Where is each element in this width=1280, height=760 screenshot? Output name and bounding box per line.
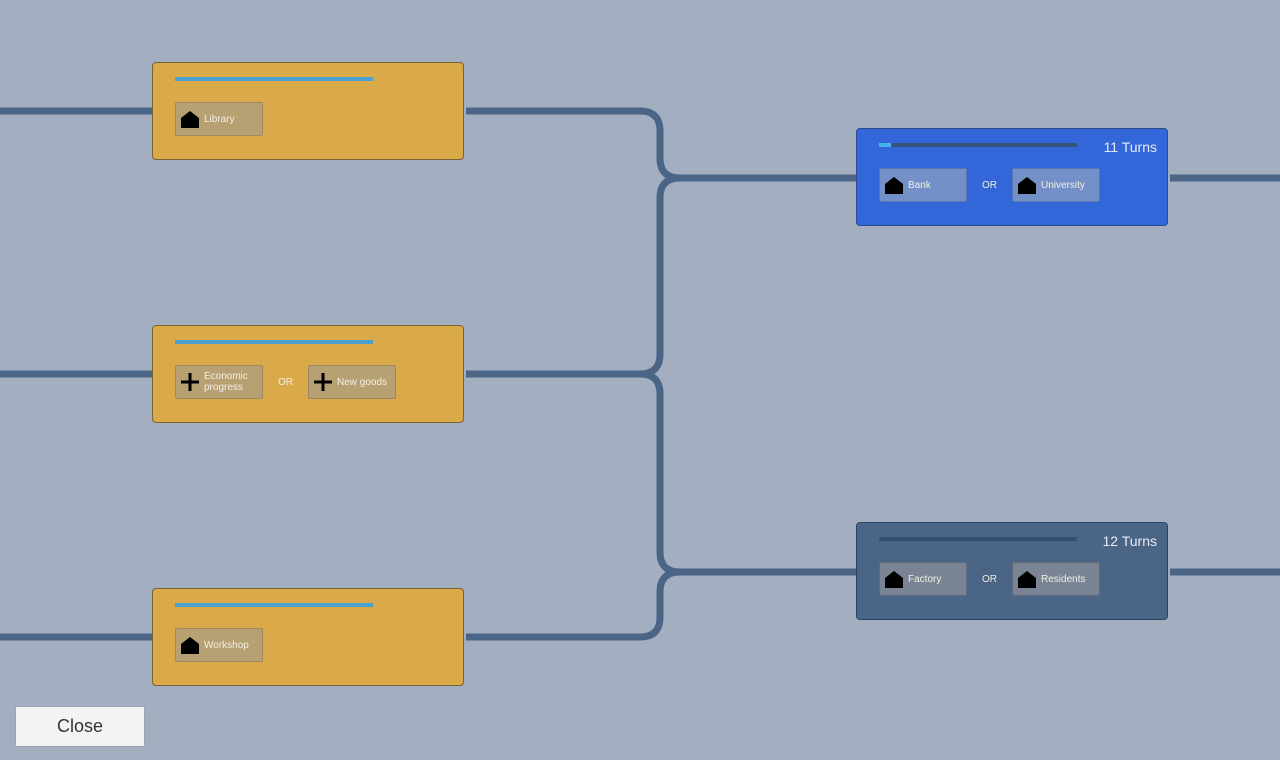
turns-label: 12 Turns [1102,533,1157,549]
tech-node-workshop[interactable]: Workshop [152,588,464,686]
connector-workshop-to-factory [466,568,681,641]
house-icon [180,635,200,655]
option-group: Factory OR Residents [879,562,1100,596]
plus-icon [180,372,200,392]
or-label: OR [982,179,997,191]
option-group: Economic progress OR New goods [175,365,396,399]
option-factory[interactable]: Factory [879,562,967,596]
option-group: Bank OR University [879,168,1100,202]
option-residents[interactable]: Residents [1012,562,1100,596]
progress-bar [175,603,373,607]
option-label: Factory [908,573,942,585]
option-group: Library [175,102,263,136]
or-label: OR [278,376,293,388]
house-icon [884,175,904,195]
progress-fill [175,603,373,607]
option-label: Library [204,113,235,125]
option-label: University [1041,179,1085,191]
connector-library-to-bank [466,107,856,182]
progress-bar [175,77,373,81]
tech-node-economy[interactable]: Economic progress OR New goods [152,325,464,423]
house-icon [180,109,200,129]
option-label: Bank [908,179,931,191]
progress-bar [879,537,1077,541]
tech-node-library[interactable]: Library [152,62,464,160]
option-group: Workshop [175,628,263,662]
turns-label: 11 Turns [1103,139,1157,155]
option-workshop[interactable]: Workshop [175,628,263,662]
house-icon [1017,175,1037,195]
progress-fill [175,77,373,81]
option-university[interactable]: University [1012,168,1100,202]
option-label: Economic progress [204,371,248,393]
plus-icon [313,372,333,392]
option-new-goods[interactable]: New goods [308,365,396,399]
option-label: Residents [1041,573,1086,585]
or-label: OR [982,573,997,585]
progress-bar [175,340,373,344]
house-icon [884,569,904,589]
progress-fill [879,143,891,147]
option-library[interactable]: Library [175,102,263,136]
connector-economy-to-bank [466,174,681,378]
progress-fill [175,340,373,344]
option-label: New goods [337,376,388,388]
connector-economy-to-factory [639,370,856,576]
option-economic-progress[interactable]: Economic progress [175,365,263,399]
close-button[interactable]: Close [15,706,145,747]
house-icon [1017,569,1037,589]
progress-bar [879,143,1077,147]
option-label: Workshop [204,639,249,651]
option-bank[interactable]: Bank [879,168,967,202]
